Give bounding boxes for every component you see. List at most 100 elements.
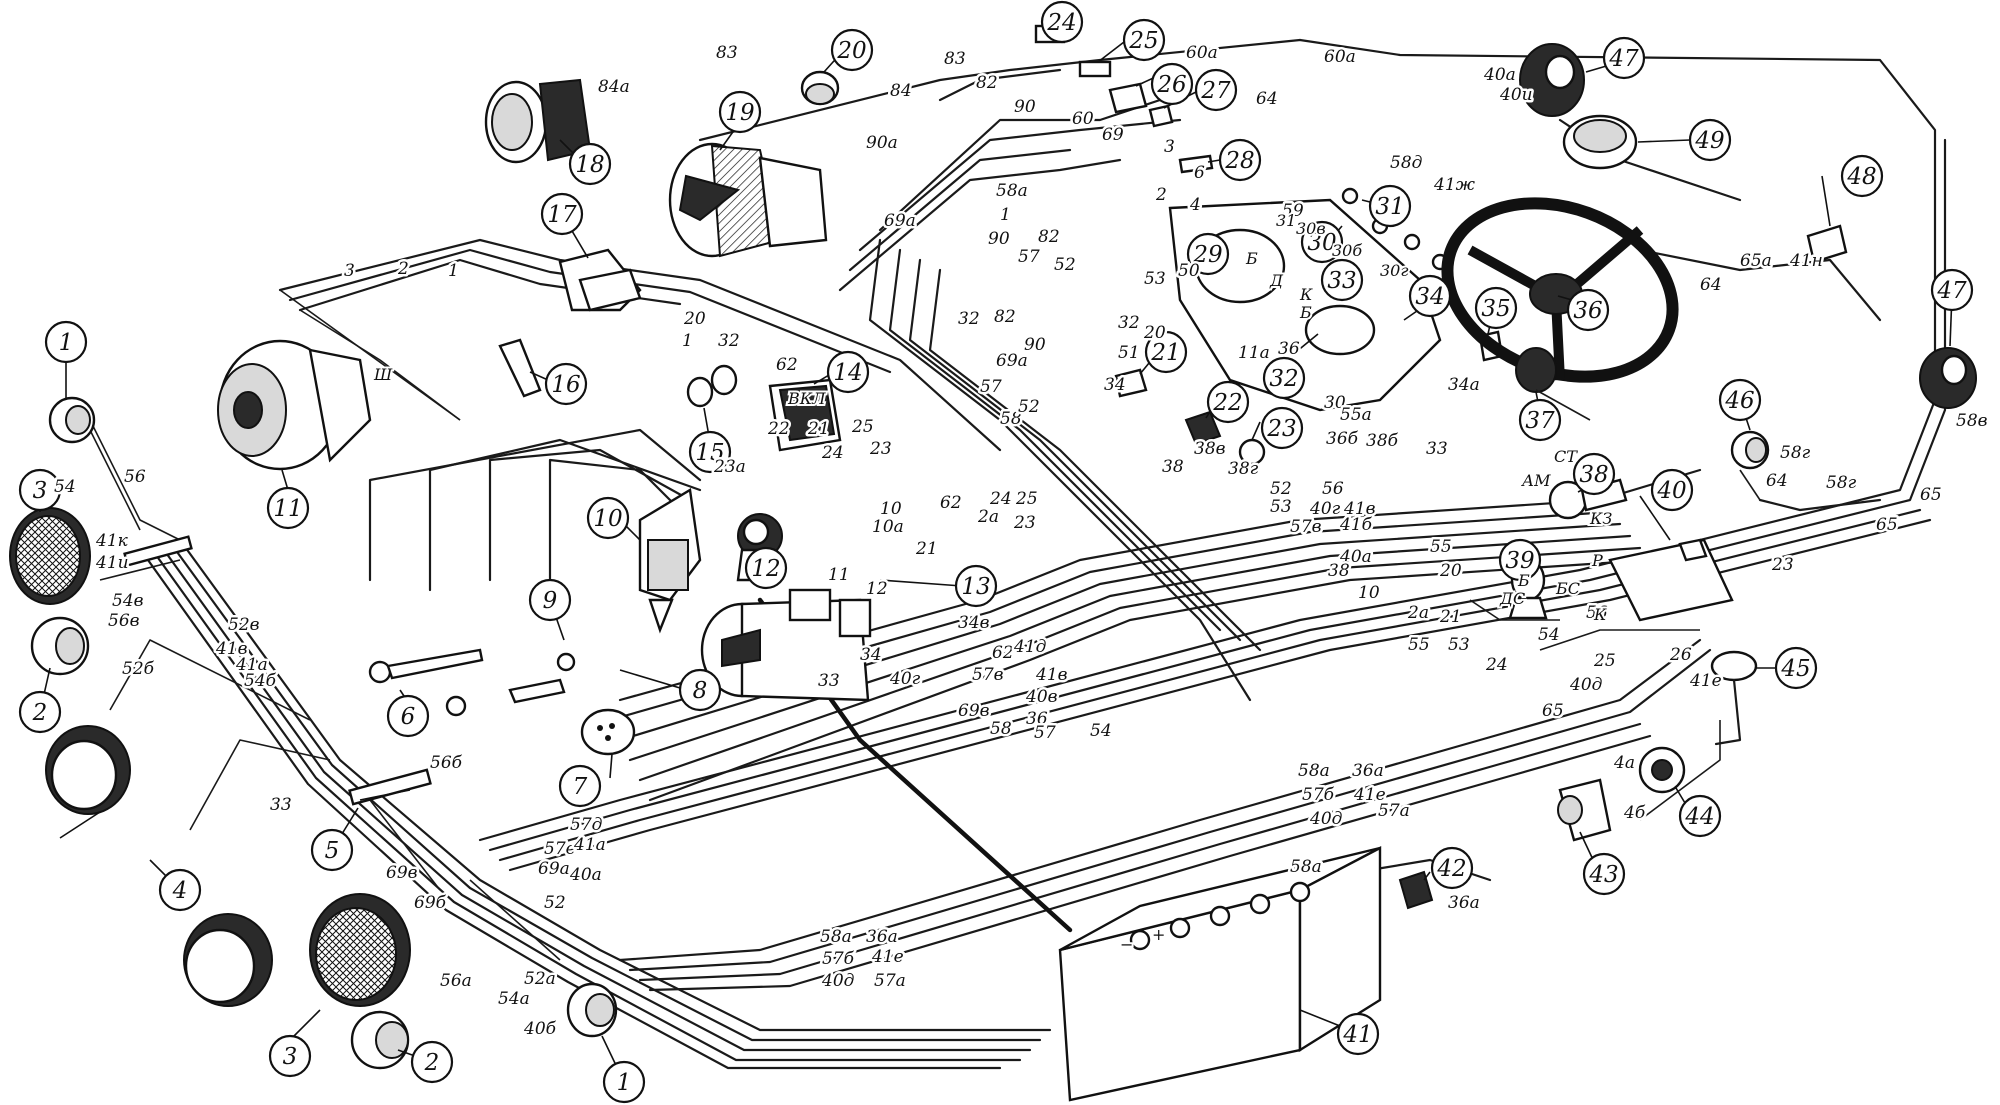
svg-text:69в: 69в: [386, 863, 418, 883]
svg-text:15: 15: [695, 440, 724, 466]
svg-text:К: К: [1299, 285, 1313, 304]
svg-text:26: 26: [1156, 72, 1186, 98]
svg-text:22: 22: [767, 419, 790, 439]
svg-text:38: 38: [1162, 457, 1184, 477]
rear-lamp-upper: [1519, 43, 1585, 117]
svg-text:34: 34: [1104, 375, 1126, 395]
fuel-sender-45: [1710, 650, 1758, 746]
svg-text:27: 27: [1200, 78, 1231, 104]
svg-text:40а: 40а: [1483, 65, 1516, 85]
svg-text:24: 24: [1046, 10, 1076, 36]
svg-text:56: 56: [124, 467, 146, 487]
svg-text:23: 23: [869, 439, 892, 459]
callout-46: 46: [1718, 378, 1762, 422]
generator: [217, 339, 372, 471]
svg-text:58: 58: [990, 719, 1012, 739]
svg-text:90а: 90а: [866, 133, 898, 153]
callout-41: 41: [1336, 1012, 1380, 1056]
callout-31: 31: [1368, 184, 1412, 228]
svg-text:10: 10: [880, 499, 902, 519]
svg-text:1: 1: [448, 261, 459, 281]
svg-text:30г: 30г: [1380, 261, 1408, 280]
svg-text:38г: 38г: [1228, 459, 1259, 479]
svg-text:10: 10: [1358, 583, 1380, 603]
callout-21: 21: [1144, 330, 1188, 374]
svg-text:53: 53: [1144, 269, 1166, 289]
svg-text:2: 2: [32, 700, 48, 726]
svg-text:4: 4: [172, 878, 188, 904]
svg-text:БС: БС: [1555, 579, 1580, 598]
svg-text:83: 83: [716, 43, 738, 63]
svg-text:2а: 2а: [977, 507, 999, 527]
svg-text:43: 43: [1588, 862, 1618, 888]
svg-text:18: 18: [575, 152, 604, 178]
svg-text:58д: 58д: [1390, 153, 1423, 173]
svg-text:1: 1: [617, 1070, 632, 1096]
svg-text:13: 13: [961, 574, 990, 600]
svg-text:12: 12: [866, 579, 888, 599]
svg-text:50: 50: [1178, 261, 1200, 281]
svg-text:41и: 41и: [95, 553, 129, 573]
parking-lamp-left-front: [30, 616, 90, 676]
svg-text:41в: 41в: [1035, 665, 1068, 685]
svg-text:31: 31: [1276, 211, 1296, 230]
bulbs-31: [1341, 187, 1449, 271]
svg-text:40д: 40д: [821, 971, 855, 991]
callout-17: 17: [540, 192, 584, 236]
svg-text:3: 3: [344, 261, 355, 281]
svg-text:23: 23: [1013, 513, 1036, 533]
callout-40: 40: [1650, 468, 1694, 512]
callout-47b: 47: [1930, 268, 1974, 312]
svg-text:2: 2: [424, 1050, 440, 1076]
svg-text:34: 34: [1415, 284, 1444, 310]
callout-3a: 3: [18, 468, 62, 512]
svg-text:38б: 38б: [1366, 431, 1399, 451]
svg-text:40а: 40а: [569, 865, 602, 885]
svg-text:+: +: [1152, 925, 1165, 944]
svg-text:40г: 40г: [889, 669, 921, 689]
svg-text:11: 11: [273, 496, 302, 522]
engine-bay-lamp: [445, 652, 576, 717]
svg-text:Р: Р: [1591, 551, 1603, 570]
callout-1a: 1: [44, 320, 88, 364]
fog-lamps: [45, 725, 273, 1007]
svg-text:57: 57: [1034, 723, 1056, 743]
svg-text:29: 29: [1192, 242, 1222, 268]
svg-text:65: 65: [1876, 515, 1898, 535]
svg-text:41е: 41е: [871, 947, 904, 967]
fuse: [498, 338, 542, 398]
callout-35: 35: [1474, 286, 1518, 330]
svg-text:−: −: [1120, 935, 1133, 954]
switch-27: [1148, 104, 1174, 128]
indicator-lamp-20: [800, 70, 840, 106]
svg-text:58г: 58г: [1826, 473, 1857, 493]
callout-43: 43: [1582, 852, 1626, 896]
svg-text:47: 47: [1936, 278, 1967, 304]
svg-text:53: 53: [1270, 497, 1292, 517]
svg-text:30: 30: [1307, 230, 1336, 256]
svg-text:41е: 41е: [1689, 671, 1722, 691]
svg-text:69в: 69в: [958, 701, 990, 721]
svg-text:56б: 56б: [430, 753, 463, 773]
callout-24: 24: [1040, 0, 1084, 44]
svg-text:10: 10: [593, 506, 622, 532]
svg-text:12: 12: [751, 556, 780, 582]
svg-text:4б: 4б: [1623, 803, 1646, 823]
speedometer: [668, 142, 828, 258]
svg-text:57: 57: [980, 377, 1002, 397]
svg-text:52б: 52б: [122, 659, 155, 679]
callout-1b: 1: [602, 1060, 646, 1104]
svg-text:32: 32: [1118, 313, 1140, 333]
svg-text:32: 32: [718, 331, 740, 351]
svg-text:41а: 41а: [235, 655, 268, 675]
svg-text:65а: 65а: [1740, 251, 1772, 271]
svg-text:10а: 10а: [872, 517, 904, 537]
switch-48: [1806, 224, 1848, 264]
svg-text:3: 3: [283, 1044, 298, 1070]
callout-49: 49: [1688, 118, 1732, 162]
svg-text:33: 33: [270, 795, 292, 815]
svg-text:КЗ: КЗ: [1589, 509, 1612, 528]
rear-lamp-lower: [1919, 347, 1977, 409]
svg-text:52а: 52а: [524, 969, 556, 989]
svg-text:41в: 41в: [215, 639, 248, 659]
